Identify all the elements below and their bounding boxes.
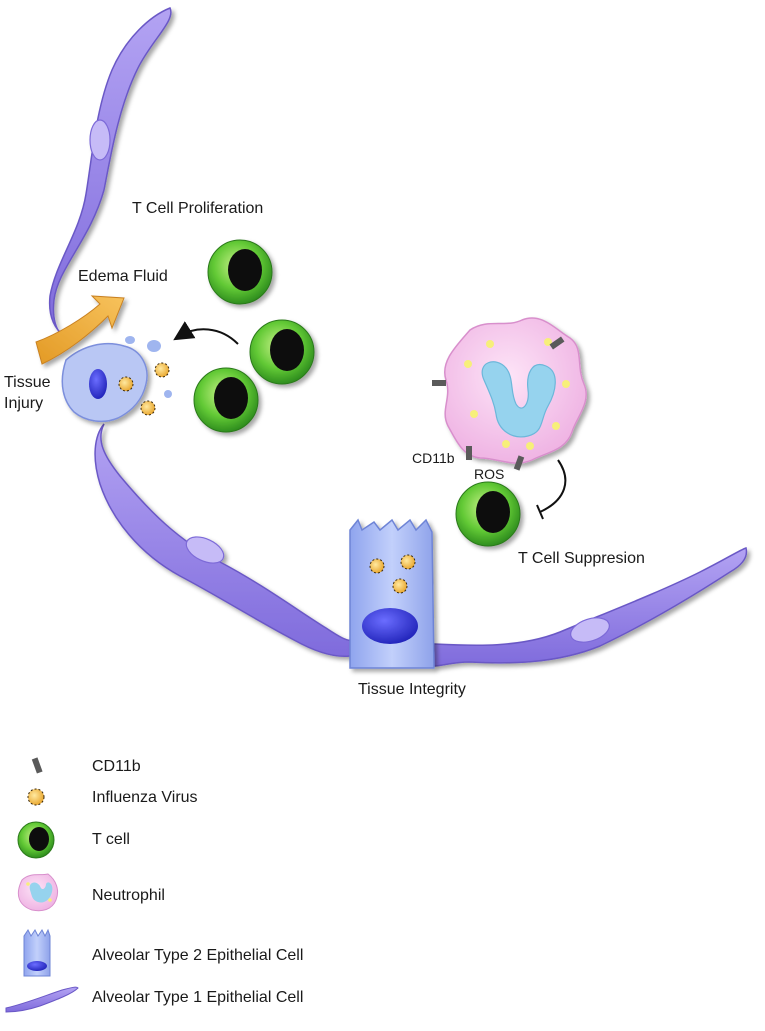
legend-icons xyxy=(5,757,79,1013)
legend-type1-icon xyxy=(5,986,79,1013)
t-cell-proliferation-1 xyxy=(207,239,273,305)
legend-label-cd11b: CD11b xyxy=(92,758,141,775)
legend-type2-icon xyxy=(23,928,51,977)
type1-cell-left xyxy=(94,423,353,658)
neutrophil-main xyxy=(443,317,587,464)
label-t-cell-suppression: T Cell Suppresion xyxy=(518,550,645,567)
label-tissue-injury-2: Injury xyxy=(4,395,44,412)
label-t-cell-proliferation: T Cell Proliferation xyxy=(132,200,264,217)
influenza-virus-group-injury xyxy=(118,362,170,416)
legend-label-t-cell: T cell xyxy=(92,831,130,848)
cd11b-receptors xyxy=(432,336,565,471)
t-cell-attack-arrow xyxy=(173,321,239,345)
label-tissue-integrity: Tissue Integrity xyxy=(358,681,466,698)
influenza-virus-group-integrity xyxy=(369,554,416,594)
edema-fluid-arrow xyxy=(35,295,125,365)
legend-neutrophil-icon xyxy=(17,873,59,912)
label-cd11b: CD11b xyxy=(412,450,455,466)
legend-label-type2: Alveolar Type 2 Epithelial Cell xyxy=(92,947,304,964)
type1-cell-top xyxy=(48,7,172,337)
legend-label-neutrophil: Neutrophil xyxy=(92,887,165,904)
legend-virus-icon xyxy=(27,788,45,806)
injured-epithelial-cell xyxy=(61,342,148,423)
t-cell-proliferation-3 xyxy=(193,367,259,433)
edema-droplets xyxy=(125,336,172,398)
t-cell-proliferation-2 xyxy=(249,319,315,385)
type1-cell-right xyxy=(433,547,748,667)
legend-label-influenza-virus: Influenza Virus xyxy=(92,789,198,806)
legend-label-type1: Alveolar Type 1 Epithelial Cell xyxy=(92,989,304,1006)
label-edema-fluid: Edema Fluid xyxy=(78,268,168,285)
label-tissue-injury-1: Tissue xyxy=(4,374,51,391)
type2-cell-main xyxy=(349,518,435,669)
t-cell-suppressed xyxy=(455,481,521,547)
label-ros: ROS xyxy=(474,466,505,482)
legend-tcell-icon xyxy=(17,821,55,859)
suppression-inhibition-arrow xyxy=(536,459,567,520)
legend-cd11b-icon xyxy=(31,757,43,774)
